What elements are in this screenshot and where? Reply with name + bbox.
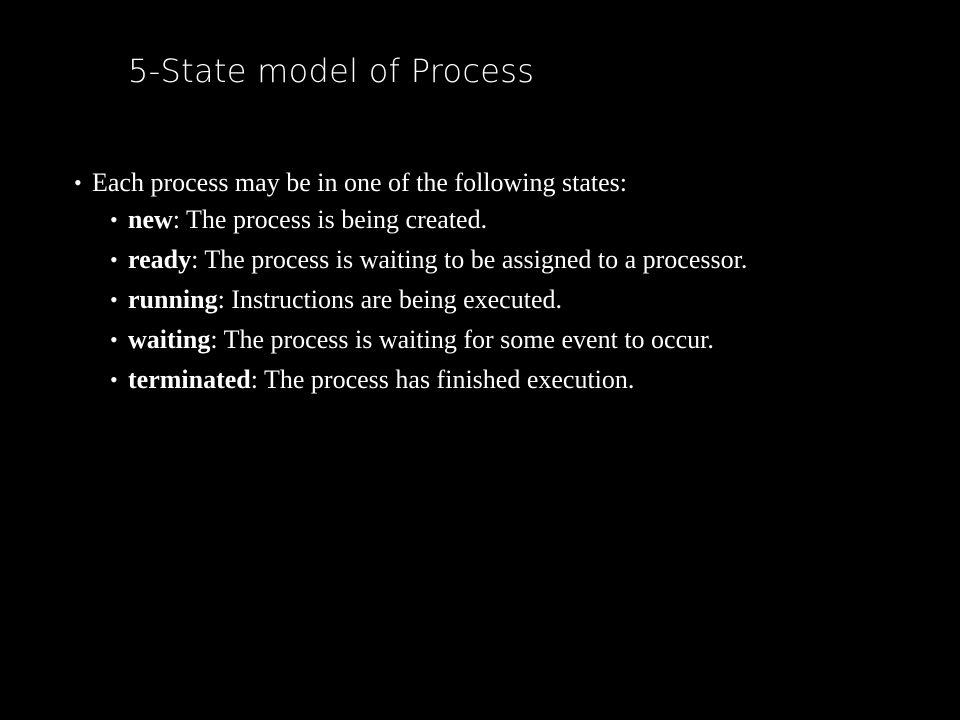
state-item-terminated: • terminated: The process has finished e… xyxy=(110,364,892,396)
state-term: new xyxy=(128,205,173,234)
state-desc: : The process has finished execution. xyxy=(250,365,635,394)
slide-title: 5-State model of Process xyxy=(128,52,535,90)
state-term: waiting xyxy=(128,325,211,354)
bullet-icon: • xyxy=(74,170,82,195)
bullet-icon: • xyxy=(110,327,118,352)
intro-text: Each process may be in one of the follow… xyxy=(92,168,628,197)
state-term: running xyxy=(128,285,218,314)
intro-bullet: • Each process may be in one of the foll… xyxy=(72,166,892,200)
state-desc: : The process is being created. xyxy=(172,205,488,234)
state-desc: : The process is waiting to be assigned … xyxy=(191,245,748,274)
state-desc: : The process is waiting for some event … xyxy=(210,325,714,354)
bullet-icon: • xyxy=(110,207,118,232)
state-item-ready: • ready: The process is waiting to be as… xyxy=(110,244,788,276)
state-term: ready xyxy=(128,245,192,274)
bullet-icon: • xyxy=(110,247,118,272)
state-item-waiting: • waiting: The process is waiting for so… xyxy=(110,324,892,356)
state-desc: : Instructions are being executed. xyxy=(217,285,562,314)
bullet-icon: • xyxy=(110,287,118,312)
bullet-icon: • xyxy=(110,367,118,392)
state-item-running: • running: Instructions are being execut… xyxy=(110,284,892,316)
state-item-new: • new: The process is being created. xyxy=(110,204,892,236)
state-term: terminated xyxy=(128,365,251,394)
slide-body: • Each process may be in one of the foll… xyxy=(72,166,892,404)
